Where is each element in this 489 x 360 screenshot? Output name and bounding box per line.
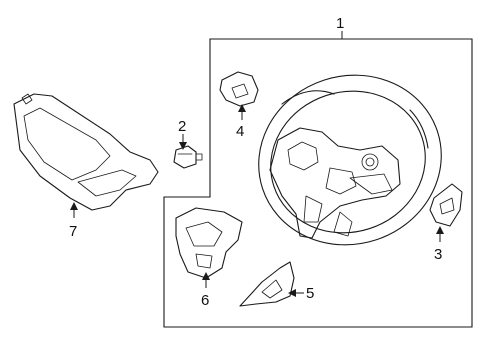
callout-4: 4: [236, 123, 244, 140]
callout-2: 2: [178, 118, 186, 135]
callout-6: 6: [201, 292, 209, 309]
switch-part: [173, 145, 203, 169]
upper-trim-part: [219, 71, 259, 107]
callout-5: 5: [306, 285, 314, 302]
callout-7: 7: [69, 223, 77, 240]
callout-1: 1: [336, 15, 344, 32]
callout-3: 3: [434, 246, 442, 263]
right-bracket-part: [429, 183, 463, 227]
column-shroud-part: [13, 93, 159, 211]
lower-trim-part: [239, 261, 295, 307]
steering-wheel: [258, 74, 442, 246]
assembly-frame: [163, 38, 473, 328]
left-switch-part: [175, 207, 243, 279]
